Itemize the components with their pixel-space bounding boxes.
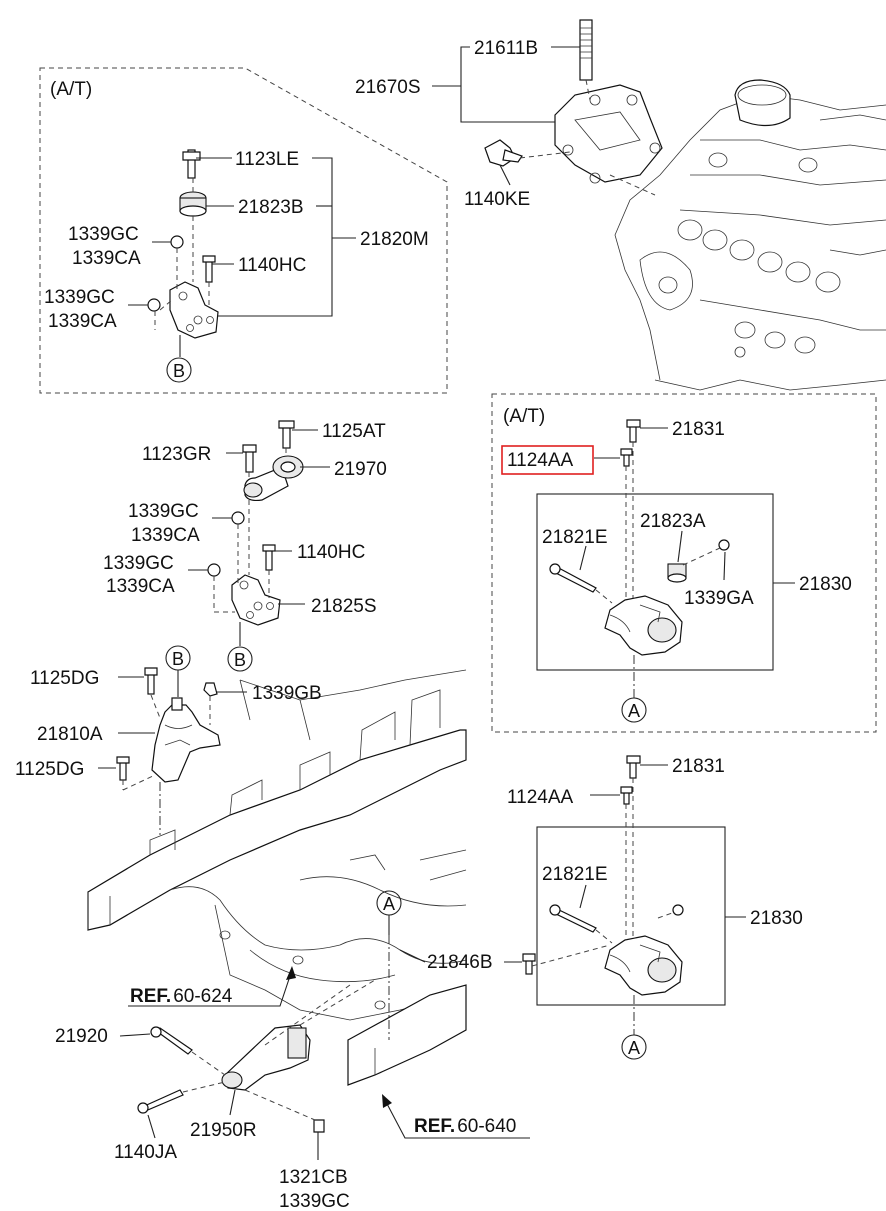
label-1125at: 1125AT [322,421,386,442]
label-21830-a: 21830 [799,574,852,595]
label-1339ca-b: 1339CA [48,311,117,332]
label-21821e-a: 21821E [542,527,608,548]
leader-lines [98,46,795,1160]
label-21846b: 21846B [427,952,493,973]
bracket-21670s-illustration [484,19,663,196]
label-1339gc-d: 1339GC [103,553,174,574]
svg-text:A: A [383,894,395,914]
label-1123le: 1123LE [235,149,299,170]
marker-b-mid: B [227,646,253,672]
label-21970: 21970 [334,459,387,480]
label-1140hc-a: 1140HC [238,255,306,276]
label-at-top: (A/T) [50,79,92,100]
label-21831-b: 21831 [672,756,725,777]
engine-block-illustration [614,79,886,391]
mount-assembly-21810a [116,667,221,835]
inner-box-21830-top [536,493,774,671]
label-1123gr: 1123GR [142,444,211,465]
marker-b-top: B [166,357,192,383]
label-1339ga: 1339GA [684,588,754,609]
mount-assembly-21825s [207,420,304,646]
label-1339ca-c: 1339CA [131,525,200,546]
label-1140ja: 1140JA [114,1142,177,1163]
subframe-illustration [87,669,467,1086]
marker-a-right-bottom: A [621,1034,647,1060]
label-1321cb: 1321CB [279,1167,348,1188]
label-21830-b: 21830 [750,908,803,929]
ref-60-624-number: 60-624 [173,986,233,1007]
label-1124aa-b: 1124AA [507,787,574,808]
label-21825s: 21825S [311,596,377,617]
mount-assembly-21820m [147,149,219,357]
ref-60-640-number: 60-640 [457,1116,516,1137]
label-21950r: 21950R [190,1120,257,1141]
label-at-mid: (A/T) [503,406,545,427]
marker-a-right-top: A [621,697,647,723]
label-21823b: 21823B [238,197,304,218]
ref-60-624: REF.60-624 [130,986,233,1007]
label-1339gc-c: 1339GC [128,501,199,522]
svg-text:B: B [172,649,184,669]
at-box-mid [491,393,877,733]
label-21820m: 21820M [360,229,429,250]
ref-60-624-prefix: REF. [130,986,171,1007]
label-21831-a: 21831 [672,419,725,440]
label-21823a: 21823A [640,511,706,532]
label-21611b: 21611B [474,38,538,59]
label-1339gc-b: 1339GC [44,287,115,308]
label-21821e-b: 21821E [542,864,608,885]
marker-b-left: B [165,645,191,671]
svg-text:B: B [234,650,246,670]
ref-60-640: REF.60-640 [414,1116,516,1137]
label-1339ca-d: 1339CA [106,576,175,597]
label-1339ca-a: 1339CA [72,248,141,269]
label-1125dg-a: 1125DG [30,668,99,689]
label-1140ke: 1140KE [464,189,530,210]
label-1339gb: 1339GB [252,683,322,704]
label-1339gc-a: 1339GC [68,224,139,245]
mount-assembly-21830-top [549,419,730,698]
roll-rod-21950r [137,979,376,1133]
label-21920: 21920 [55,1026,108,1047]
label-1125dg-b: 1125DG [15,759,84,780]
at-box-top [39,67,448,394]
mount-assembly-21830-bottom [522,755,684,1035]
svg-text:A: A [628,1038,640,1058]
ref-60-640-prefix: REF. [414,1116,455,1137]
svg-text:A: A [628,701,640,721]
label-21810a: 21810A [37,724,103,745]
highlight-box-1124aa [501,445,594,475]
label-21670s: 21670S [355,77,421,98]
label-1140hc-b: 1140HC [297,542,365,563]
label-1124aa-a: 1124AA [507,450,574,471]
marker-a-center: A [376,890,402,916]
label-1339gc-e: 1339GC [279,1191,350,1211]
inner-box-21830-bottom [536,826,726,1006]
svg-text:B: B [173,361,185,381]
